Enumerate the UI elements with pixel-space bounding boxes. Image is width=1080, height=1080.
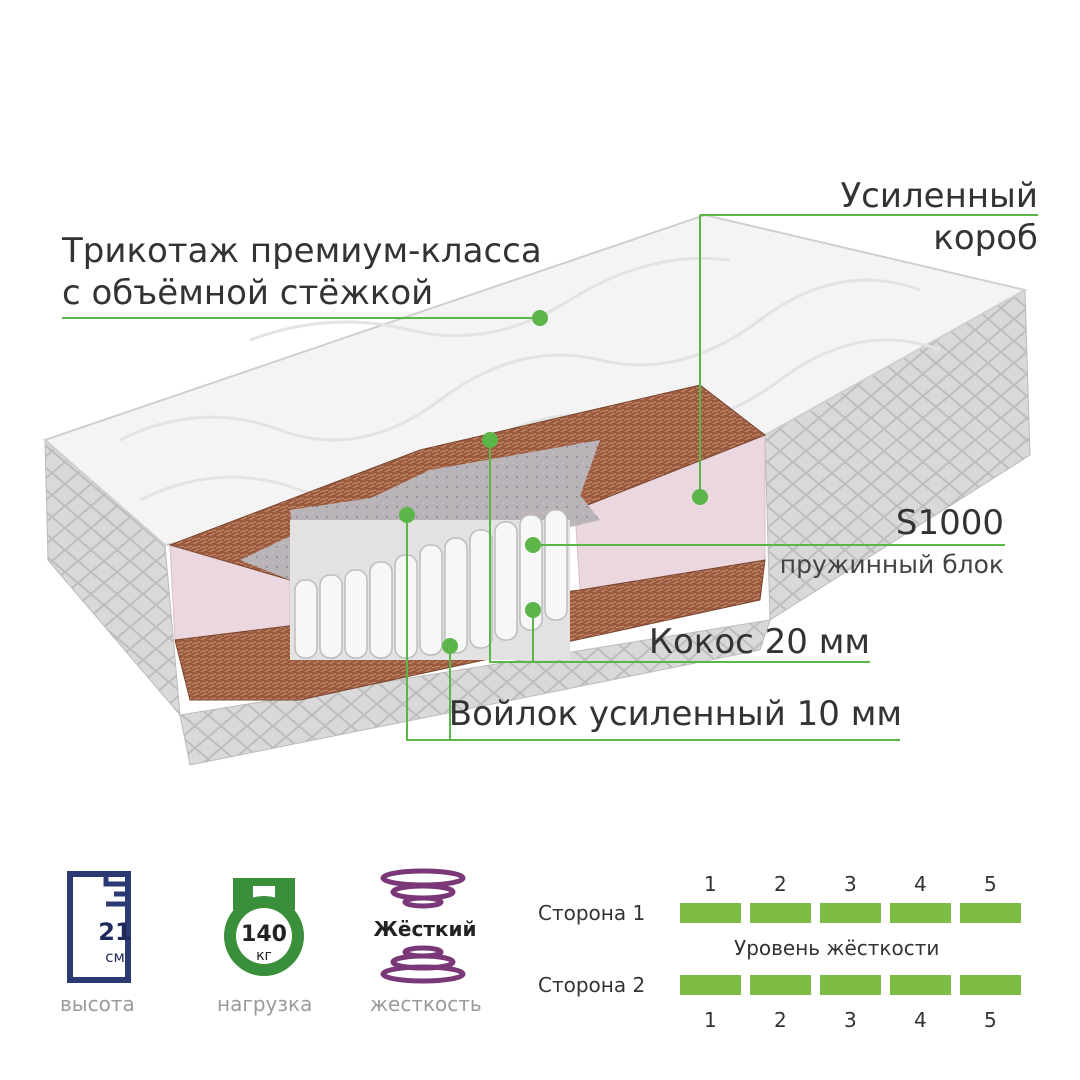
knit-label-line1: Трикотаж премиум-класса: [62, 231, 542, 271]
level-number-bottom-2: 2: [774, 1008, 787, 1032]
felt-label: Войлок усиленный 10 мм: [448, 694, 902, 734]
level-number-top-3: 3: [844, 872, 857, 896]
side1-segment-5: [960, 903, 1021, 923]
side2-segment-1: [680, 975, 741, 995]
side1-label: Сторона 1: [538, 901, 646, 925]
side1-segment-2: [750, 903, 811, 923]
height-unit: см: [105, 948, 125, 966]
box-label-line1: Усиленный: [840, 176, 1038, 216]
level-number-top-2: 2: [774, 872, 787, 896]
spring-icon: [380, 868, 466, 984]
level-number-top-5: 5: [984, 872, 997, 896]
height-value: 21: [98, 918, 132, 946]
side1-segment-4: [890, 903, 951, 923]
side2-segment-3: [820, 975, 881, 995]
level-number-bottom-4: 4: [914, 1008, 927, 1032]
spring-model-label: S1000: [895, 503, 1004, 543]
box-label-line2: короб: [933, 218, 1038, 258]
level-number-top-4: 4: [914, 872, 927, 896]
level-number-top-1: 1: [704, 872, 717, 896]
height-caption: высота: [60, 992, 135, 1016]
side1-segment-1: [680, 903, 741, 923]
load-value: 140: [241, 922, 287, 947]
load-unit: кг: [256, 948, 272, 964]
side2-segment-2: [750, 975, 811, 995]
level-number-bottom-3: 3: [844, 1008, 857, 1032]
firmness-scale-title: Уровень жёсткости: [734, 936, 940, 960]
level-number-bottom-5: 5: [984, 1008, 997, 1032]
spring-block: [290, 509, 570, 660]
firmness-caption: жесткость: [370, 992, 482, 1016]
side2-segment-5: [960, 975, 1021, 995]
spring-desc-label: пружинный блок: [779, 550, 1004, 579]
ruler-icon: [67, 871, 131, 983]
side2-label: Сторона 2: [538, 973, 646, 997]
side1-segment-3: [820, 903, 881, 923]
level-number-bottom-1: 1: [704, 1008, 717, 1032]
firmness-value: Жёсткий: [370, 917, 480, 941]
load-caption: нагрузка: [217, 992, 313, 1016]
weight-icon: [224, 878, 304, 976]
mattress-illustration: [43, 213, 1038, 766]
coconut-label: Кокос 20 мм: [648, 622, 870, 662]
side2-segment-4: [890, 975, 951, 995]
knit-label-line2: с объёмной стёжкой: [62, 273, 434, 313]
